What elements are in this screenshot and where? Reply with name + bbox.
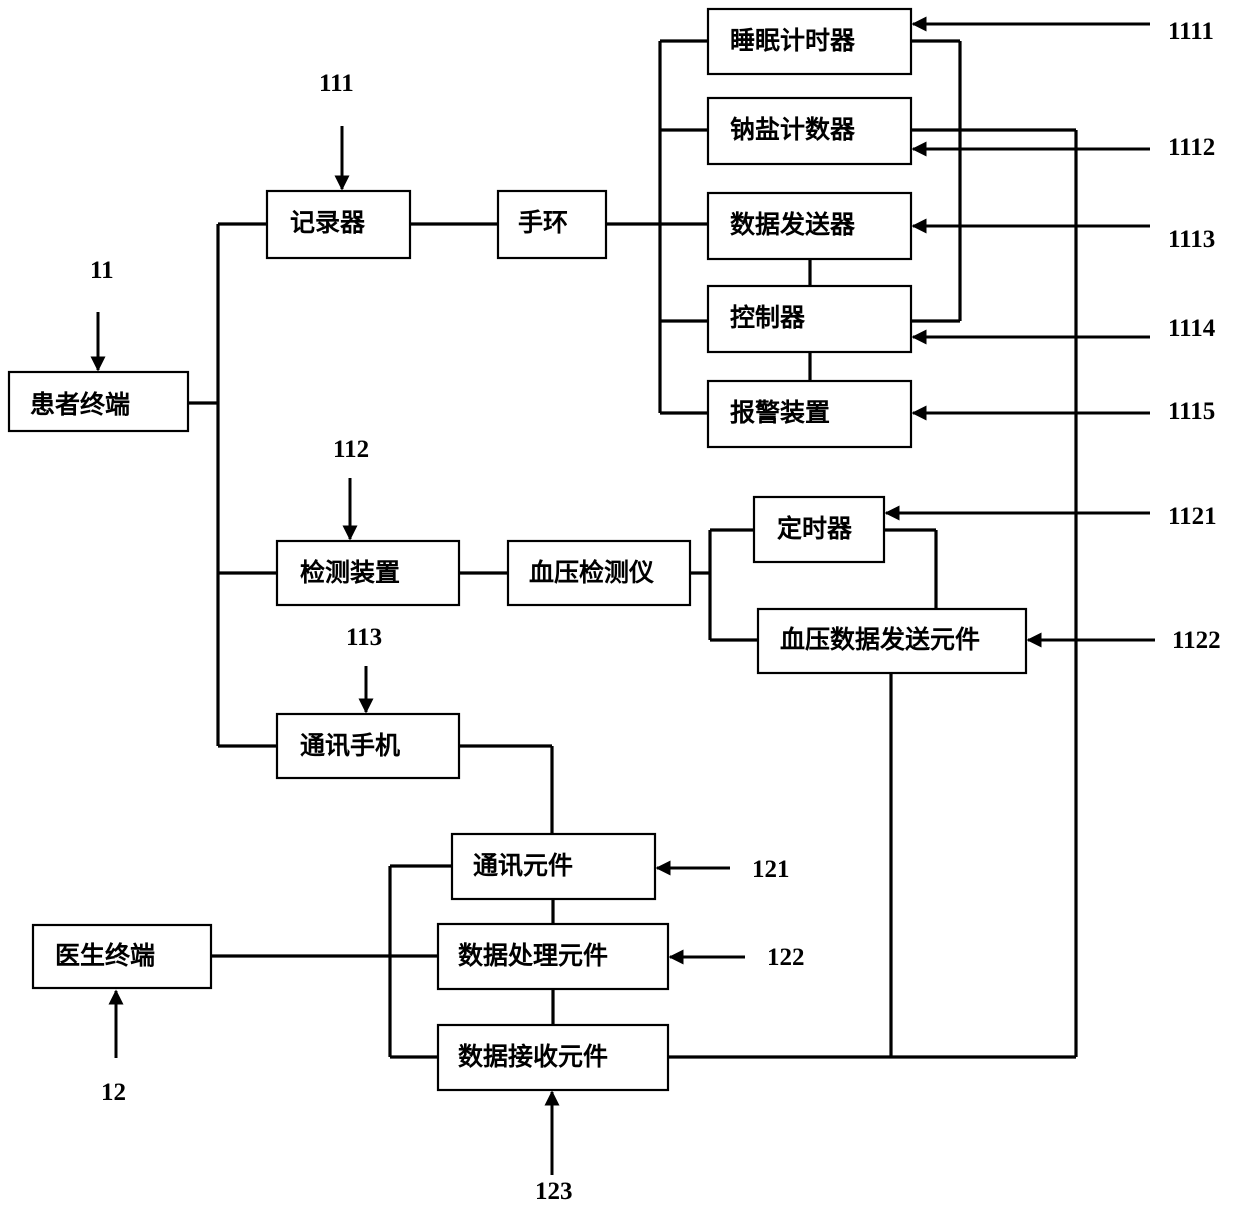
box-timer: 定时器	[754, 497, 884, 562]
label-bp-data-sender: 血压数据发送元件	[780, 625, 980, 654]
ref-12: 12	[101, 1079, 126, 1106]
label-bp-monitor: 血压检测仪	[529, 558, 655, 587]
box-sodium-counter: 钠盐计数器	[708, 98, 911, 164]
box-detection-device: 检测装置	[277, 541, 459, 605]
box-sleep-timer: 睡眠计时器	[708, 9, 911, 74]
box-patient-terminal: 患者终端	[9, 372, 188, 431]
label-alarm-device: 报警装置	[730, 398, 830, 427]
ref-122: 122	[767, 944, 805, 971]
label-timer: 定时器	[777, 514, 853, 543]
label-sleep-timer: 睡眠计时器	[730, 26, 856, 55]
box-bp-data-sender: 血压数据发送元件	[758, 609, 1026, 673]
box-comm-component: 通讯元件	[452, 834, 655, 899]
ref-112: 112	[333, 436, 369, 463]
box-doctor-terminal: 医生终端	[33, 925, 211, 988]
ref-1112: 1112	[1168, 134, 1215, 161]
label-data-processing: 数据处理元件	[458, 941, 608, 970]
box-comm-phone: 通讯手机	[277, 714, 459, 778]
box-data-processing: 数据处理元件	[438, 924, 668, 989]
ref-121: 121	[752, 856, 790, 883]
box-data-sender: 数据发送器	[708, 193, 911, 259]
ref-1122: 1122	[1172, 627, 1221, 654]
ref-1121: 1121	[1168, 503, 1217, 530]
ref-1115: 1115	[1168, 398, 1215, 425]
box-alarm-device: 报警装置	[708, 381, 911, 447]
label-comm-component: 通讯元件	[473, 851, 573, 880]
label-comm-phone: 通讯手机	[300, 731, 400, 760]
box-bp-monitor: 血压检测仪	[508, 541, 690, 605]
label-sodium-counter: 钠盐计数器	[730, 115, 856, 144]
ref-1114: 1114	[1168, 315, 1216, 342]
label-doctor-terminal: 医生终端	[55, 941, 155, 970]
label-controller: 控制器	[730, 303, 806, 332]
ref-1113: 1113	[1168, 226, 1215, 253]
ref-111: 111	[319, 70, 354, 97]
box-wristband: 手环	[498, 191, 606, 258]
box-data-receiving: 数据接收元件	[438, 1025, 668, 1090]
box-controller: 控制器	[708, 286, 911, 352]
label-data-sender: 数据发送器	[730, 210, 856, 239]
label-patient-terminal: 患者终端	[30, 390, 130, 419]
label-detection-device: 检测装置	[300, 558, 400, 587]
label-wristband: 手环	[518, 208, 568, 237]
ref-123: 123	[535, 1178, 573, 1205]
ref-1111: 1111	[1168, 18, 1214, 45]
label-recorder: 记录器	[290, 208, 366, 237]
ref-11: 11	[90, 257, 114, 284]
ref-113: 113	[346, 624, 382, 651]
box-recorder: 记录器	[267, 191, 410, 258]
label-data-receiving: 数据接收元件	[458, 1042, 608, 1071]
